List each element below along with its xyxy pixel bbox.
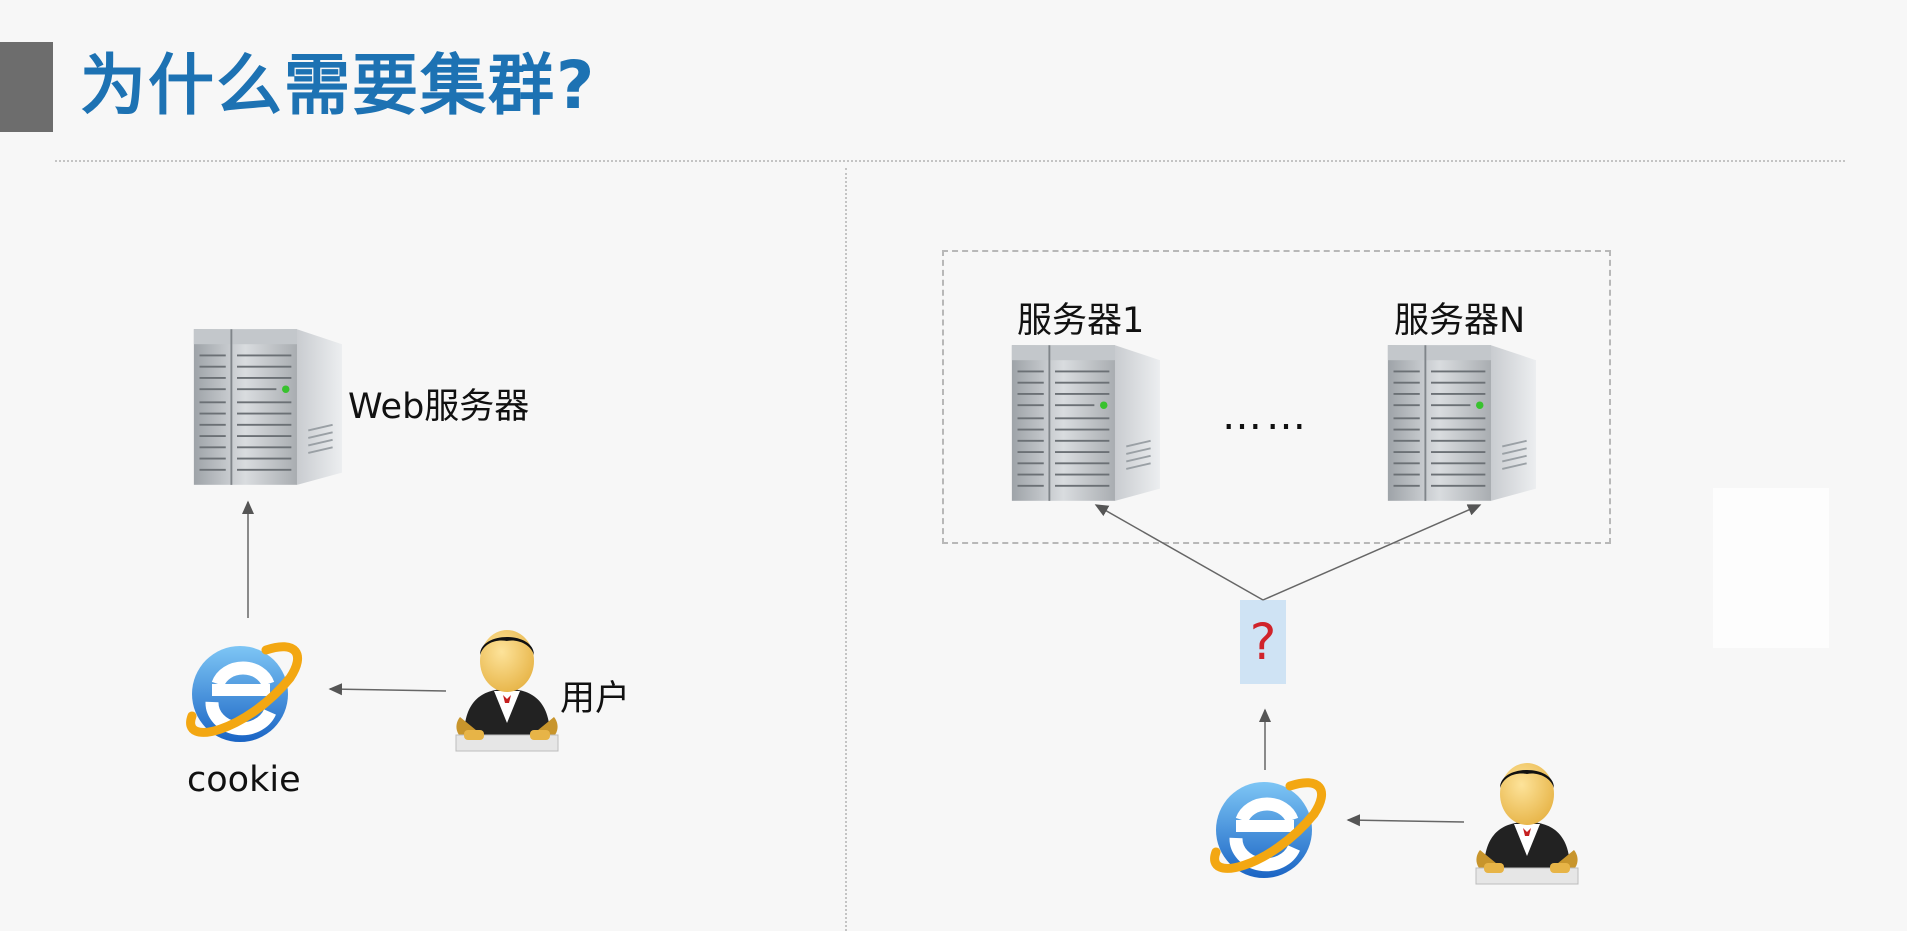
arrow-user-to-browser-right xyxy=(1346,814,1465,827)
blank-patch xyxy=(1713,488,1829,648)
server-n-label: 服务器N xyxy=(1394,301,1526,341)
arrow-to-server-n xyxy=(1262,504,1482,601)
title-divider xyxy=(55,160,1845,162)
server-1-label: 服务器1 xyxy=(1017,301,1145,341)
web-server-label: Web服务器 xyxy=(348,387,530,427)
load-balancer-question: ? xyxy=(1240,600,1286,684)
arrow-to-server-1 xyxy=(1094,504,1264,601)
page-title: 为什么需要集群? xyxy=(80,47,597,124)
arrow-user-to-browser xyxy=(328,683,447,696)
title-accent-bar xyxy=(0,42,53,132)
cookie-label: cookie xyxy=(187,760,301,800)
ellipsis: …… xyxy=(1222,393,1310,439)
section-divider xyxy=(845,168,847,931)
user-label: 用户 xyxy=(560,679,631,719)
server-cluster-box xyxy=(942,250,1611,544)
